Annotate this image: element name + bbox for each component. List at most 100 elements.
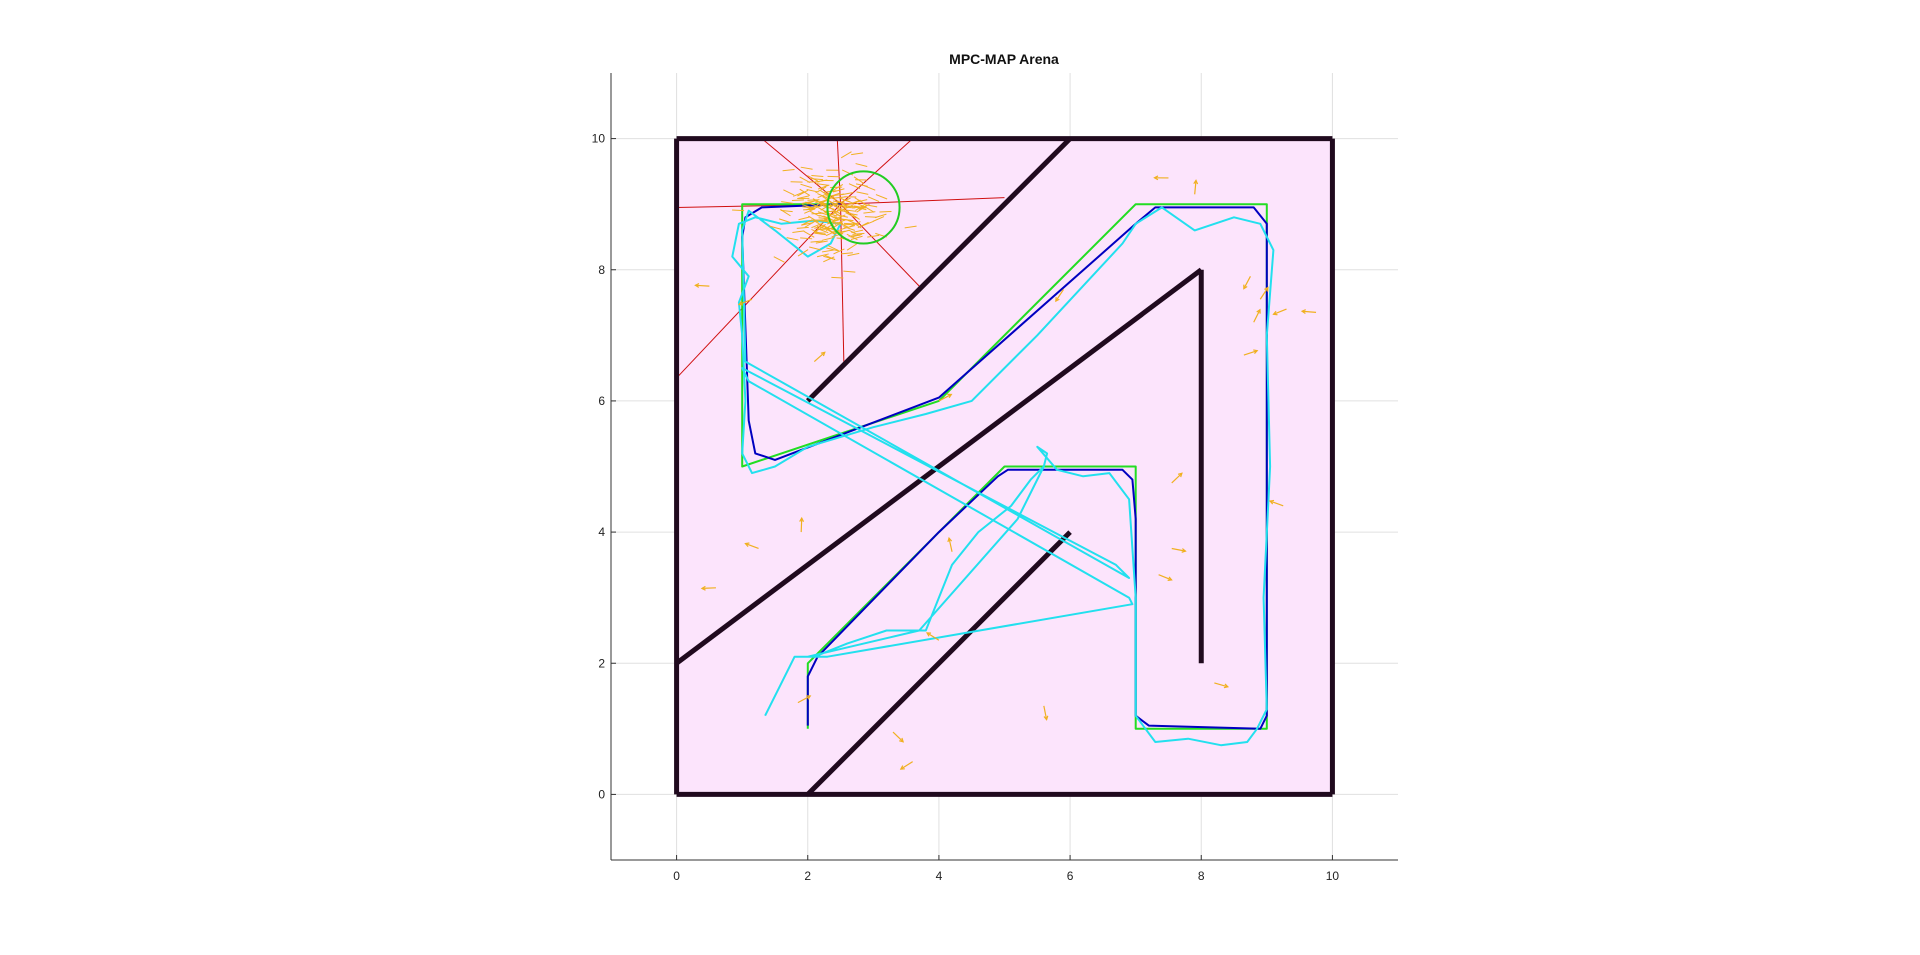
lidar-ray (840, 197, 1005, 205)
particle-cloud-arrow (867, 196, 880, 203)
particle-cloud-arrow (828, 192, 841, 198)
particle-cloud-arrow (846, 233, 858, 241)
particle-arrow (813, 351, 826, 363)
particle-cloud-arrow (823, 225, 836, 231)
particle-arrow (1171, 472, 1183, 484)
particle-arrow-head (1167, 576, 1173, 582)
particle-cloud-arrow (833, 200, 845, 204)
particle-cloud-arrow (800, 183, 813, 189)
particle-cloud-arrow (823, 256, 835, 263)
wall-segment (805, 530, 1072, 797)
particle-cloud-arrow (852, 232, 865, 235)
particle-cloud-arrow (879, 210, 892, 213)
particle-cloud-arrow (806, 189, 819, 193)
particle-cloud-arrow (779, 218, 791, 224)
lidar-ray (840, 203, 920, 287)
particle-cloud-arrow (847, 219, 860, 226)
particle-cloud-arrow (867, 234, 880, 238)
particle-cloud-arrow (801, 200, 814, 204)
particle-arrow (1055, 289, 1065, 302)
particle-arrow-head (820, 351, 826, 357)
particle-cloud-arrow (815, 240, 828, 244)
particle-cloud-arrow (803, 208, 816, 211)
particle-cloud-arrow (815, 179, 828, 183)
particle-arrow (1302, 310, 1317, 313)
particle-cloud-arrow (865, 204, 878, 208)
y-tick-label: 10 (592, 132, 606, 146)
particle-cloud-arrow (831, 276, 844, 279)
particle-cloud-arrow (816, 199, 828, 206)
particle-arrow-head (947, 536, 953, 543)
particle-cloud-arrow (814, 224, 826, 229)
particle-cloud-arrow (874, 213, 887, 219)
particle-cloud-arrow (829, 207, 841, 215)
particle-cloud-arrow (855, 163, 868, 167)
particle-cloud-arrow (811, 222, 823, 229)
particle-cloud-arrow (856, 191, 869, 195)
particle-arrow (926, 632, 940, 641)
particle-cloud-arrow (803, 230, 815, 238)
particle-cloud-arrow (810, 178, 824, 181)
wall-segment (675, 267, 1203, 666)
particle-arrow-head (947, 393, 953, 399)
particle-arrow-head (737, 301, 744, 306)
particle-arrow (1043, 705, 1048, 720)
particle-arrow-head (1256, 308, 1261, 314)
particle-cloud-arrow (854, 201, 867, 209)
particle-arrow (1214, 682, 1228, 688)
particle-cloud-arrow (786, 237, 799, 241)
particle-arrow-head (1243, 284, 1248, 290)
particle-cloud-arrow (833, 230, 846, 235)
particle-cloud-arrow (843, 226, 855, 231)
x-tick-label: 2 (804, 869, 811, 883)
particle-cloud-arrow (791, 199, 804, 202)
particle-cloud-arrow (862, 220, 874, 227)
particle-arrow-head (899, 765, 905, 770)
particle-arrow-head (1181, 548, 1187, 553)
particle-cloud-arrow (808, 210, 820, 217)
particle-cloud-arrow (904, 225, 917, 229)
particle-cloud-arrow (800, 237, 813, 240)
y-tick-label: 0 (598, 787, 605, 801)
y-tick-label: 2 (598, 656, 605, 670)
particle-cloud-arrow (831, 210, 843, 218)
particle-cloud-arrow (823, 255, 835, 260)
particle-cloud-arrow (872, 216, 885, 222)
particle-cloud-arrow (816, 227, 829, 234)
y-tick-label: 4 (598, 525, 605, 539)
particle-cloud-arrow (802, 206, 815, 209)
particle-cloud-arrow (843, 222, 856, 225)
particle-cloud-arrow (850, 235, 863, 240)
lidar-ray (840, 204, 845, 362)
particle-arrow-head (1300, 309, 1306, 314)
particle-cloud-arrow (843, 270, 856, 273)
wall-segment (805, 136, 1072, 403)
particle-cloud-arrow (841, 218, 854, 222)
particle-cloud-arrow (855, 199, 868, 203)
lidar-ray (840, 138, 914, 205)
particle-arrow (695, 284, 710, 287)
particle-arrow-head (925, 632, 932, 637)
particle-cloud-arrow (801, 222, 814, 226)
particle-arrow-head (1223, 683, 1230, 689)
particle-arrow (892, 731, 904, 743)
particle-arrow (797, 695, 811, 704)
particle-arrow-head (700, 585, 706, 591)
particle-arrow-head (806, 695, 812, 700)
x-tick-label: 6 (1067, 869, 1074, 883)
particle-cloud-arrow (839, 197, 851, 204)
particle-arrow-head (1272, 310, 1278, 316)
particle-arrow (1158, 574, 1172, 581)
particle-arrow-head (1193, 179, 1199, 185)
series-estimated-path (731, 206, 1275, 747)
particle-cloud-arrow (808, 215, 819, 223)
particle-arrow-head (694, 283, 700, 288)
particle-cloud-arrow (782, 168, 795, 172)
particle-cloud-arrow (821, 249, 834, 253)
particle-arrow-head (899, 737, 905, 743)
particle-cloud-arrow (833, 214, 846, 221)
particle-cloud-arrow (798, 216, 811, 221)
particle-cloud-arrow (822, 237, 834, 241)
particle-cloud-arrow (852, 205, 865, 209)
